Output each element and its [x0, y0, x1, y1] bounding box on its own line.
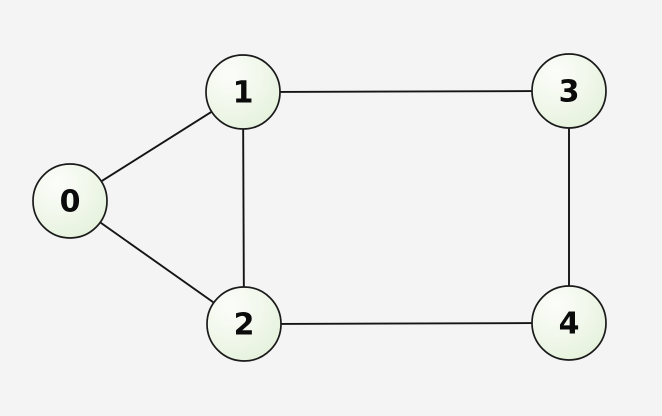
node-layer: 0 1 2 3 4 — [32, 53, 607, 362]
graph-node-circle-3[interactable] — [531, 53, 607, 129]
graph-node-4[interactable]: 4 — [531, 285, 607, 361]
graph-node-2[interactable]: 2 — [206, 286, 282, 362]
graph-node-3[interactable]: 3 — [531, 53, 607, 129]
graph-edge-0-2 — [99, 221, 215, 304]
graph-node-circle-2[interactable] — [206, 286, 282, 362]
graph-edge-1-2 — [242, 128, 245, 288]
graph-node-circle-1[interactable] — [205, 54, 281, 130]
graph-node-0[interactable]: 0 — [32, 163, 108, 239]
graph-node-circle-4[interactable] — [531, 285, 607, 361]
graph-edge-2-4 — [280, 322, 533, 325]
edge-layer — [99, 90, 570, 325]
graph-node-circle-0[interactable] — [32, 163, 108, 239]
graph-edge-1-3 — [279, 90, 533, 93]
graph-edge-0-1 — [100, 110, 213, 183]
graph-node-1[interactable]: 1 — [205, 54, 281, 130]
